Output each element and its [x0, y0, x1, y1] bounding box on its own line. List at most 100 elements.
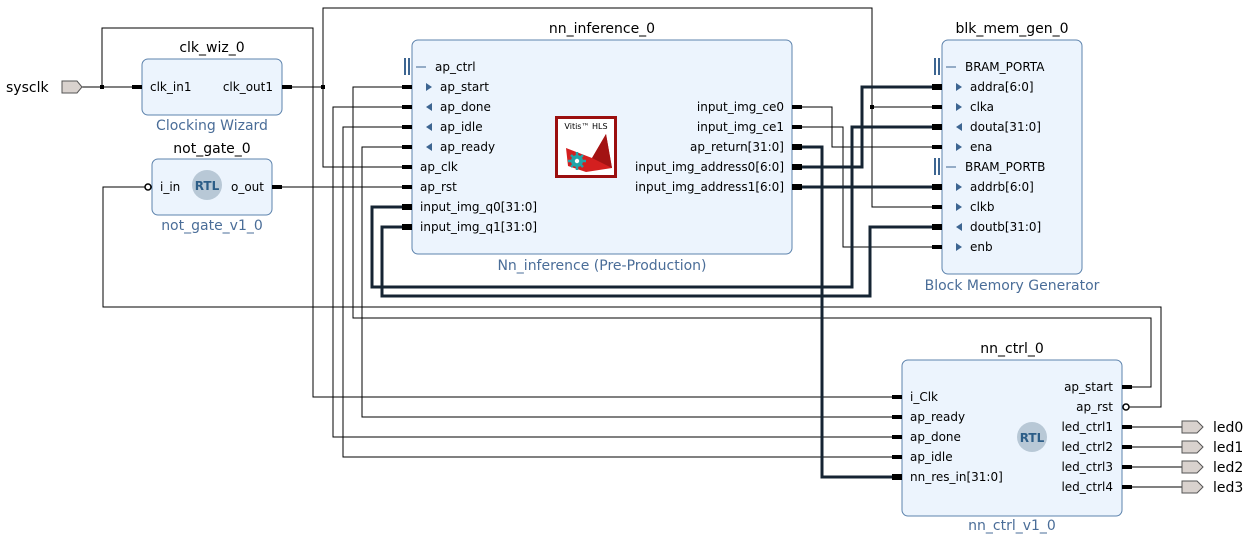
nn-inf-pin-ap-return: ap_return[31:0]	[690, 140, 784, 154]
nn-ctrl-instance-name: nn_ctrl_0	[980, 341, 1044, 357]
port-led3-label: led3	[1213, 480, 1243, 496]
blk-mem-pin-bram-portb: BRAM_PORTB	[965, 160, 1045, 174]
inverted-pin-icon	[1122, 403, 1130, 411]
blk-mem-instance-name: blk_mem_gen_0	[955, 21, 1068, 37]
wire-i-in[interactable]	[102, 186, 1162, 408]
blk-mem-pin-doutb: doutb[31:0]	[970, 220, 1041, 234]
arrow-out-icon	[426, 143, 432, 151]
external-ports: sysclk led0 led1 led2 led3	[6, 80, 1243, 496]
wire-ap-ready[interactable]	[361, 146, 898, 418]
wires	[82, 7, 1182, 488]
nn-inference-ip-name: Nn_inference (Pre-Production)	[497, 258, 706, 274]
bus-doutb-q1[interactable]	[380, 225, 938, 298]
nn-ctrl-pin-led-ctrl3: led_ctrl3	[1061, 460, 1113, 474]
nn-inf-pin-ap-done: ap_done	[440, 100, 491, 114]
arrow-out-icon	[426, 123, 432, 131]
nn-inf-pin-input-img-q0: input_img_q0[31:0]	[420, 200, 537, 214]
junction-sysclk	[100, 85, 104, 89]
rtl-logo-icon	[192, 170, 222, 200]
arrow-out-icon	[956, 123, 962, 131]
blk-mem-pin-douta: douta[31:0]	[970, 120, 1041, 134]
blk-mem-pin-addra: addra[6:0]	[970, 80, 1034, 94]
nn-ctrl-pin-ap-done: ap_done	[910, 430, 961, 444]
not-gate-block[interactable]: not_gate_0 i_in o_out RTL not_gate_v1_0	[140, 141, 284, 234]
nn-inference-block[interactable]: nn_inference_0 ap_ctrl ap_start ap_done …	[400, 21, 804, 274]
blk-mem-gen-block[interactable]: blk_mem_gen_0 BRAM_PORTA addra[6:0] clka…	[925, 21, 1100, 294]
blk-mem-pin-enb: enb	[970, 240, 993, 254]
nn-ctrl-pin-led-ctrl1: led_ctrl1	[1061, 420, 1113, 434]
arrow-in-icon	[956, 143, 962, 151]
arrow-out-icon	[426, 103, 432, 111]
nn-inf-pin-ap-ctrl: ap_ctrl	[435, 60, 476, 74]
nn-ctrl-pin-ap-ready: ap_ready	[910, 410, 965, 424]
nn-ctrl-pin-i-clk: i_Clk	[910, 390, 938, 404]
vitis-hls-logo-text: Vitis™ HLS	[564, 122, 607, 131]
blk-mem-body[interactable]	[941, 39, 1083, 275]
arrow-in-icon	[956, 83, 962, 91]
clk-wiz-block[interactable]: clk_wiz_0 clk_in1 clk_out1 Clocking Wiza…	[130, 40, 294, 134]
nn-inf-pin-ap-start: ap_start	[440, 80, 489, 94]
arrow-in-icon	[956, 243, 962, 251]
nn-inf-pin-input-img-address0: input_img_address0[6:0]	[635, 160, 784, 174]
not-gate-ip-name: not_gate_v1_0	[161, 218, 263, 234]
clk-wiz-instance-name: clk_wiz_0	[179, 40, 244, 56]
wire-ap-done[interactable]	[332, 106, 898, 438]
wire-clk-out1[interactable]	[286, 7, 938, 208]
junction-clka	[870, 105, 874, 109]
not-gate-instance-name: not_gate_0	[173, 141, 250, 157]
nn-ctrl-pin-ap-rst: ap_rst	[1076, 400, 1113, 414]
nn-inf-pin-ap-clk: ap_clk	[420, 160, 458, 174]
nn-ctrl-pin-ap-start: ap_start	[1064, 380, 1113, 394]
not-gate-pin-i-in: i_in	[160, 180, 180, 194]
nn-ctrl-pin-ap-idle: ap_idle	[910, 450, 953, 464]
port-led2-label: led2	[1213, 460, 1243, 476]
nn-ctrl-logo-text: RTL	[1020, 431, 1045, 445]
inverted-pin-icon	[144, 183, 152, 191]
wire-ap-idle[interactable]	[342, 126, 898, 458]
bus-ap-return-nn-res-in[interactable]	[796, 145, 898, 479]
led0-port-icon[interactable]	[1181, 420, 1204, 434]
port-led1-label: led1	[1213, 440, 1243, 456]
nn-inf-pin-input-img-q1: input_img_q1[31:0]	[420, 220, 537, 234]
nn-inf-pin-ap-rst: ap_rst	[420, 180, 457, 194]
arrow-in-icon	[956, 183, 962, 191]
port-led0-label: led0	[1213, 420, 1243, 436]
led1-port-icon[interactable]	[1181, 440, 1204, 454]
nn-ctrl-pin-led-ctrl2: led_ctrl2	[1061, 440, 1113, 454]
wire-led-outputs[interactable]	[1124, 426, 1182, 488]
junction-clk-out1	[321, 85, 325, 89]
sysclk-port-icon[interactable]	[61, 80, 83, 94]
blk-mem-ip-name: Block Memory Generator	[925, 278, 1100, 294]
nn-ctrl-ip-name: nn_ctrl_v1_0	[968, 518, 1056, 534]
led2-port-icon[interactable]	[1181, 460, 1204, 474]
arrow-out-icon	[956, 223, 962, 231]
blk-mem-pin-ena: ena	[970, 140, 992, 154]
nn-inf-pin-input-img-address1: input_img_address1[6:0]	[635, 180, 784, 194]
not-gate-pin-o-out: o_out	[231, 180, 264, 194]
nn-ctrl-block[interactable]: nn_ctrl_0 i_Clk ap_ready ap_done ap_idle…	[892, 341, 1132, 534]
arrow-in-icon	[956, 203, 962, 211]
clk-wiz-pin-clk-out1: clk_out1	[223, 80, 273, 94]
rtl-logo-icon	[1017, 422, 1047, 452]
port-sysclk-label: sysclk	[6, 80, 49, 96]
nn-inf-pin-ap-ready: ap_ready	[440, 140, 495, 154]
not-gate-logo-text: RTL	[195, 179, 220, 193]
clk-wiz-pin-clk-in1: clk_in1	[150, 80, 191, 94]
nn-ctrl-pin-led-ctrl4: led_ctrl4	[1061, 480, 1113, 494]
nn-ctrl-pin-nn-res-in: nn_res_in[31:0]	[910, 470, 1003, 484]
nn-inf-pin-input-img-ce1: input_img_ce1	[697, 120, 784, 134]
arrow-in-icon	[956, 103, 962, 111]
led3-port-icon[interactable]	[1181, 480, 1204, 494]
blk-mem-pin-clka: clka	[970, 100, 994, 114]
nn-inf-pin-input-img-ce0: input_img_ce0	[697, 100, 784, 114]
nn-inference-instance-name: nn_inference_0	[549, 21, 655, 37]
blk-mem-pin-bram-porta: BRAM_PORTA	[965, 60, 1045, 74]
arrow-in-icon	[426, 83, 432, 91]
clk-wiz-ip-name: Clocking Wizard	[156, 118, 268, 134]
wire-ap-start[interactable]	[352, 86, 1152, 388]
blk-mem-pin-clkb: clkb	[970, 200, 995, 214]
vitis-hls-logo-icon: Vitis™ HLS	[555, 116, 617, 178]
blk-mem-pin-addrb: addrb[6:0]	[970, 180, 1034, 194]
bus-douta-q0[interactable]	[370, 125, 938, 289]
